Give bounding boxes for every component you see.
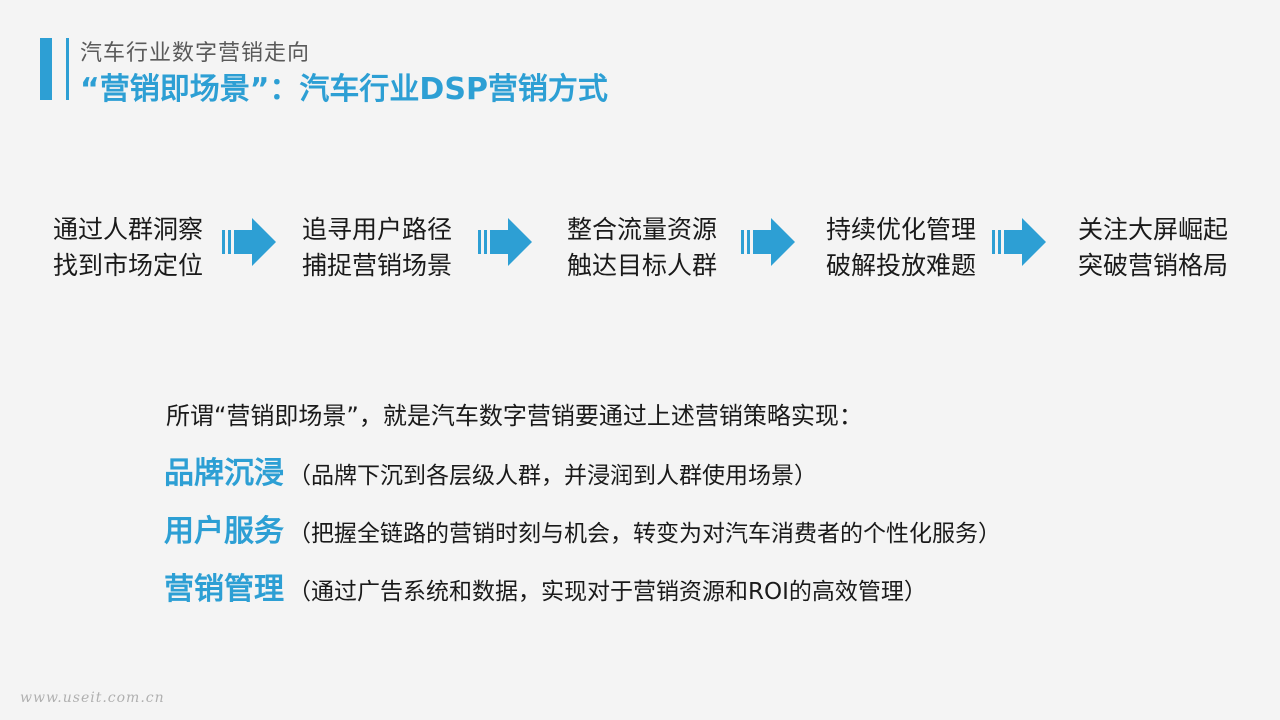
- slide-subtitle: 汽车行业数字营销走向: [80, 41, 311, 66]
- arrow-right-icon: [478, 218, 532, 266]
- point-brand-immersion: 品牌沉浸（品牌下沉到各层级人群，并浸润到人群使用场景）: [164, 448, 817, 492]
- title-accent-line: [66, 38, 69, 100]
- point-marketing-management: 营销管理（通过广告系统和数据，实现对于营销资源和ROI的高效管理）: [164, 564, 927, 608]
- flow-step-4-line2: 破解投放难题: [825, 251, 976, 280]
- point-desc: （把握全链路的营销时刻与机会，转变为对汽车消费者的个性化服务）: [288, 521, 1001, 547]
- point-desc: （通过广告系统和数据，实现对于营销资源和ROI的高效管理）: [288, 579, 927, 605]
- flow-step-2-line2: 捕捉营销场景: [301, 251, 452, 280]
- flow-step-5-line1: 关注大屏崛起: [1077, 215, 1228, 244]
- flow-step-5-line2: 突破营销格局: [1077, 251, 1228, 280]
- flow-step-3-line1: 整合流量资源: [566, 215, 717, 244]
- flow-step-1: 通过人群洞察 找到市场定位: [38, 212, 218, 284]
- arrow-right-icon: [741, 218, 795, 266]
- arrow-right-icon: [222, 218, 276, 266]
- flow-step-4: 持续优化管理 破解投放难题: [811, 212, 991, 284]
- flow-step-1-line2: 找到市场定位: [52, 251, 203, 280]
- flow-step-1-line1: 通过人群洞察: [52, 215, 203, 244]
- flow-step-5: 关注大屏崛起 突破营销格局: [1063, 212, 1243, 284]
- arrow-right-icon: [992, 218, 1046, 266]
- slide-title: “营销即场景”：汽车行业DSP营销方式: [80, 72, 608, 107]
- point-key: 品牌沉浸: [164, 456, 284, 491]
- point-user-service: 用户服务（把握全链路的营销时刻与机会，转变为对汽车消费者的个性化服务）: [164, 506, 1001, 550]
- point-key: 用户服务: [164, 514, 284, 549]
- flow-step-2: 追寻用户路径 捕捉营销场景: [287, 212, 467, 284]
- flow-step-3: 整合流量资源 触达目标人群: [552, 212, 732, 284]
- flow-step-2-line1: 追寻用户路径: [301, 215, 452, 244]
- flow-step-4-line1: 持续优化管理: [825, 215, 976, 244]
- watermark: www.useit.com.cn: [20, 690, 165, 706]
- point-key: 营销管理: [164, 572, 284, 607]
- flow-step-3-line2: 触达目标人群: [566, 251, 717, 280]
- intro-text: 所谓“营销即场景”，就是汽车数字营销要通过上述营销策略实现：: [166, 402, 863, 430]
- point-desc: （品牌下沉到各层级人群，并浸润到人群使用场景）: [288, 463, 817, 489]
- title-accent-bar: [40, 38, 52, 100]
